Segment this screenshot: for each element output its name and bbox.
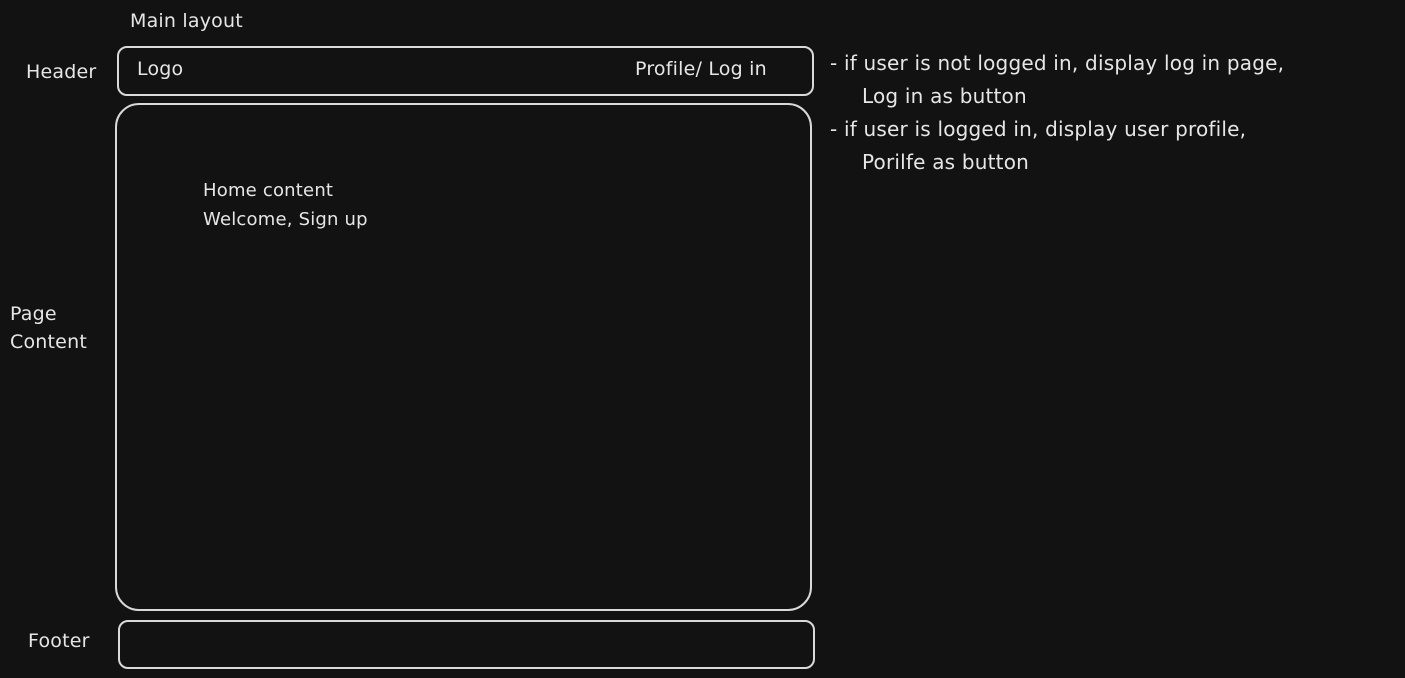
note-logged-out: - if user is not logged in, display log … [830,47,1284,113]
footer-box [118,620,815,669]
note-logged-out-line2: Log in as button [862,84,1027,108]
note-logged-in-line2: Porilfe as button [862,150,1030,174]
diagram-title: Main layout [130,10,243,32]
profile-login-placeholder: Profile/ Log in [635,58,767,80]
home-content-line1: Home content [203,180,334,201]
note-logged-in: - if user is logged in, display user pro… [830,113,1246,179]
footer-label: Footer [28,630,90,652]
logo-placeholder: Logo [137,58,184,80]
note-logged-out-line1: - if user is not logged in, display log … [830,51,1285,75]
page-content-label: Page Content [10,300,87,356]
header-box [117,46,814,96]
page-content-box [115,103,812,611]
home-content-line2: Welcome, Sign up [203,209,368,230]
page-content-label-line1: Page [10,303,57,325]
header-label: Header [26,61,97,83]
note-logged-in-line1: - if user is logged in, display user pro… [830,117,1247,141]
page-content-label-line2: Content [10,331,87,353]
home-content-text: Home content Welcome, Sign up [203,176,368,234]
